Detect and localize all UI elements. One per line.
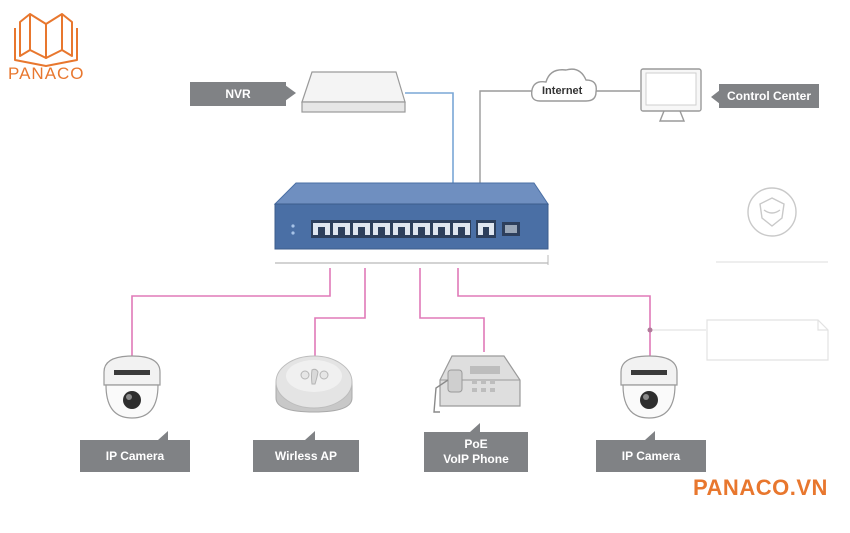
cloud-icon xyxy=(530,68,597,102)
nvr-label: NVR xyxy=(190,82,286,106)
nvr-label-text: NVR xyxy=(225,86,251,101)
label-notches xyxy=(158,423,655,440)
internet-label: Internet xyxy=(542,85,583,97)
shield-icon xyxy=(747,187,797,237)
nvr-link xyxy=(405,92,454,183)
monitor-icon xyxy=(640,68,702,122)
brand-website[interactable]: PANACO.VN xyxy=(693,475,828,500)
ip-camera-left-label-text: IP Camera xyxy=(105,448,165,463)
wireless-ap-icon xyxy=(275,355,353,413)
voip-phone-label-line2: VoIP Phone xyxy=(443,452,509,466)
switch-icon xyxy=(273,182,549,265)
poe-link-camera-left xyxy=(131,268,331,356)
control-center-label: Control Center xyxy=(719,84,819,108)
dome-camera-icon-right xyxy=(620,355,678,419)
book-logo-icon xyxy=(14,13,78,67)
ip-camera-right-label: IP Camera xyxy=(596,440,706,472)
poe-link-wireless-ap xyxy=(314,268,366,356)
link-dot xyxy=(647,327,653,333)
poe-link-camera-right xyxy=(457,268,651,356)
poe-link-voip-phone xyxy=(419,268,485,352)
uplink-lines xyxy=(405,90,640,183)
poe-links xyxy=(131,268,651,356)
voip-phone-icon xyxy=(433,355,521,413)
control-center-label-text: Control Center xyxy=(727,88,811,103)
dome-camera-icon-left xyxy=(103,355,161,419)
voip-phone-label: PoE VoIP Phone xyxy=(424,432,528,472)
faint-device-icon xyxy=(706,319,829,361)
ip-camera-right-label-text: IP Camera xyxy=(621,448,681,463)
brand-logo-text: PANACO xyxy=(8,64,85,83)
nvr-label-arrow xyxy=(285,85,296,101)
control-center-label-arrow xyxy=(711,90,720,104)
wireless-ap-label: Wirless AP xyxy=(253,440,359,472)
wireless-ap-label-text: Wirless AP xyxy=(274,448,338,463)
ip-camera-left-label: IP Camera xyxy=(80,440,190,472)
internet-link xyxy=(479,90,535,183)
voip-phone-label-line1: PoE xyxy=(464,437,488,451)
nvr-device-icon xyxy=(301,71,406,113)
